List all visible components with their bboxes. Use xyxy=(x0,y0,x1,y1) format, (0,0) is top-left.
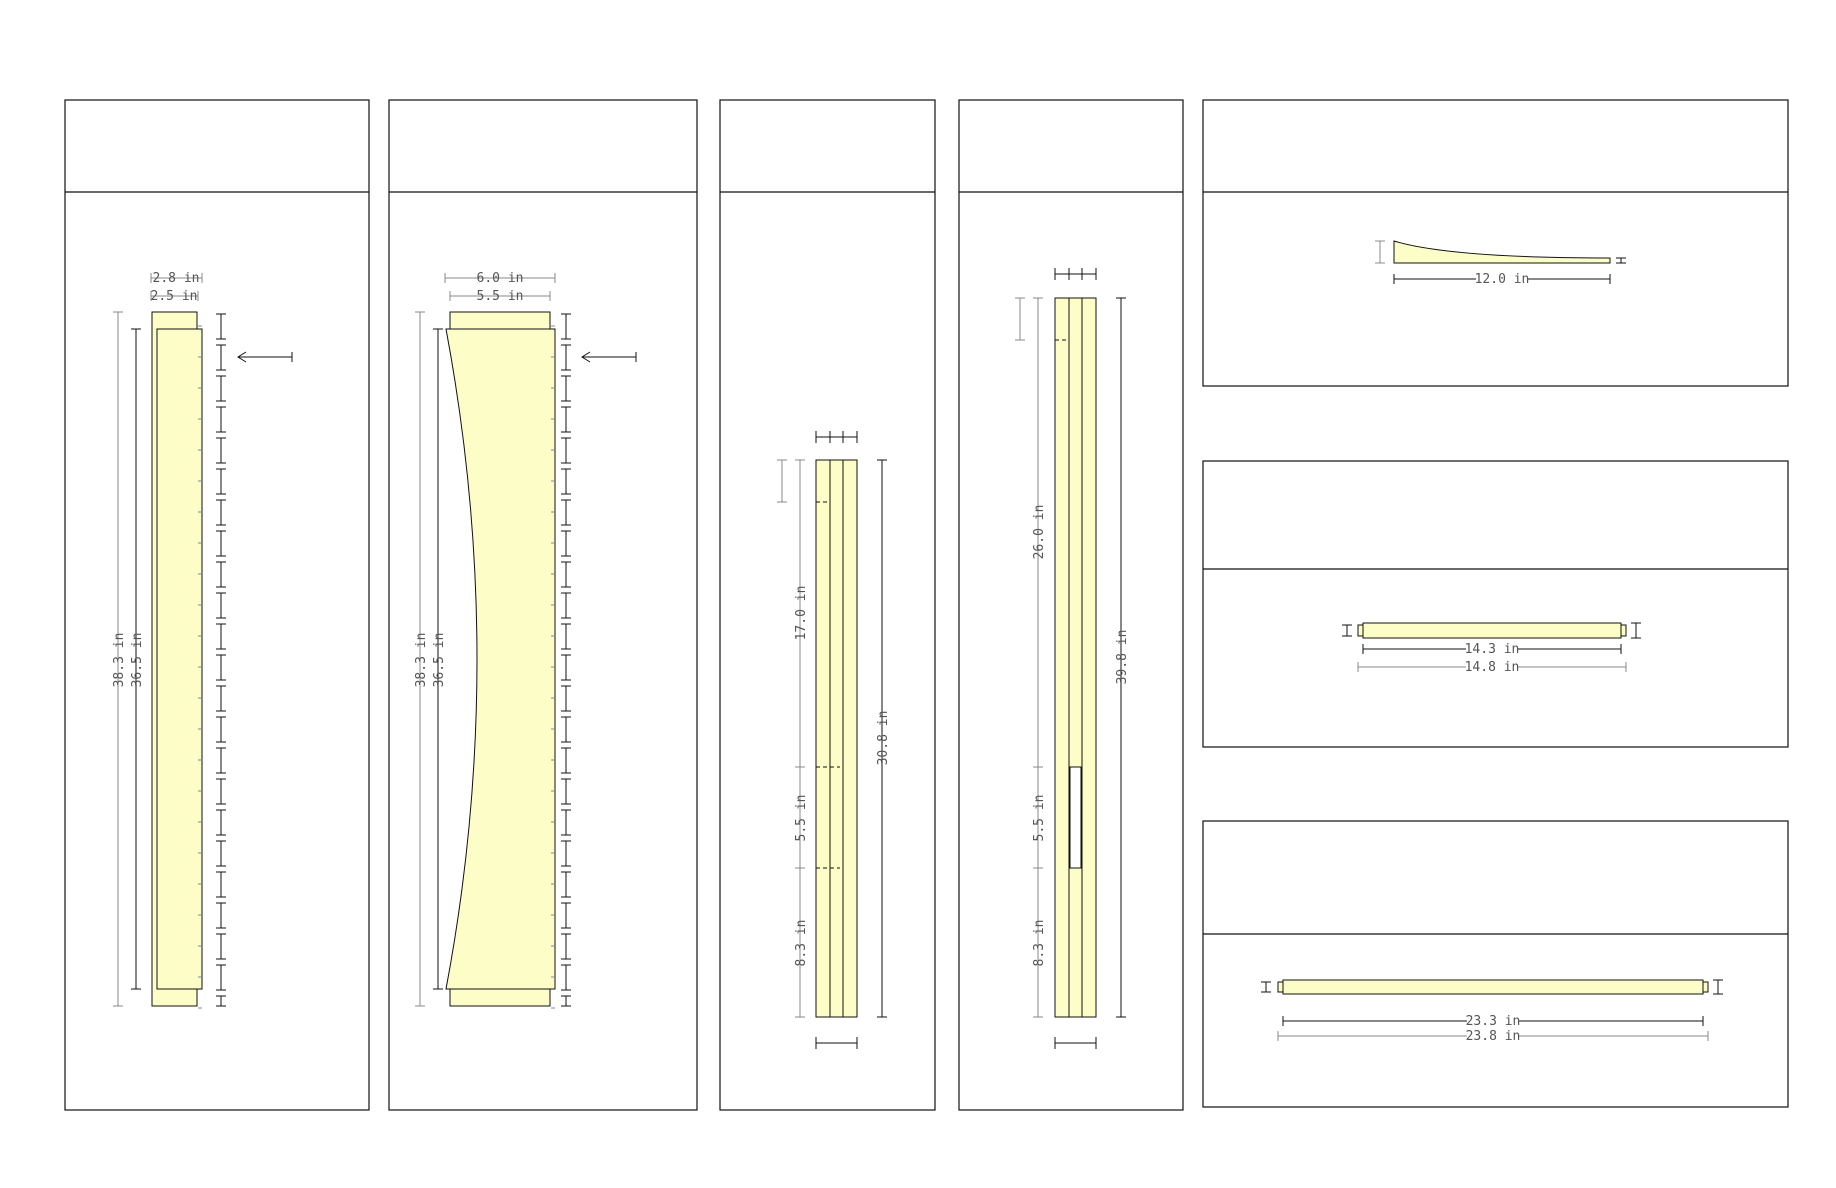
panel-2-frame xyxy=(388,99,698,1111)
panel-7-stretcher-long: 23.3 in 23.8 in xyxy=(1261,979,1723,1044)
leg-curved-bottom-block xyxy=(449,988,551,1007)
rail-short-total: 30.8 in xyxy=(876,711,891,766)
rail-long-seg-mid: 5.5 in xyxy=(1032,795,1047,842)
leg-outer-length-a: 38.3 in xyxy=(112,633,127,688)
leg-curved-length-a: 38.3 in xyxy=(414,633,429,688)
stretcher-short-body xyxy=(1362,622,1622,639)
leg-outer-slot-ladder xyxy=(198,313,226,1009)
rail-long-total: 39.8 in xyxy=(1115,630,1130,685)
panel-3-frame xyxy=(719,99,936,1111)
rail-long-seg-top: 26.0 in xyxy=(1032,505,1047,560)
panel-4-rail-long: 26.0 in 5.5 in 8.3 in 39.8 in xyxy=(1015,268,1130,1049)
panel-6-stretcher-short: 14.3 in 14.8 in xyxy=(1342,622,1641,675)
panel-6-frame xyxy=(1202,460,1789,748)
leg-outer-length-b: 36.5 in xyxy=(130,633,145,688)
panel-3-rail-short: 17.0 in 5.5 in 8.3 in 30.8 in xyxy=(777,431,891,1049)
stretcher-long-tenon-right xyxy=(1702,981,1709,993)
rail-short-seg-top: 17.0 in xyxy=(794,586,809,641)
leg-outer-width-a: 2.8 in xyxy=(153,271,200,286)
rail-short-shape xyxy=(815,459,858,1018)
leg-curved-shape xyxy=(445,328,556,990)
rail-short-seg-bot: 8.3 in xyxy=(794,920,809,967)
leg-curved-width-b: 5.5 in xyxy=(477,289,524,304)
rail-long-shape xyxy=(1054,297,1097,1018)
leg-outer-width-b: 2.5 in xyxy=(151,289,198,304)
rail-long-seg-bot: 8.3 in xyxy=(1032,920,1047,967)
panel-7-frame xyxy=(1202,820,1789,1108)
wedge-shape xyxy=(1393,240,1611,264)
leg-curved-top-block xyxy=(449,311,551,330)
stretcher-short-tenon-left xyxy=(1357,624,1364,637)
panel-5-wedge: 12.0 in xyxy=(1375,240,1626,287)
stretcher-short-tenon-right xyxy=(1620,624,1627,637)
stretcher-long-tenon-left xyxy=(1277,981,1284,993)
stretcher-long-length-b: 23.8 in xyxy=(1466,1029,1521,1044)
panel-2-leg-curved: 6.0 in 5.5 in 38.3 in 36.5 in xyxy=(414,271,637,1009)
stretcher-short-length-a: 14.3 in xyxy=(1465,642,1520,657)
panel-5-frame xyxy=(1202,99,1789,387)
panel-frames xyxy=(64,99,1789,1111)
panel-1-leg-outer: 2.8 in 2.5 in 38.3 in 36.5 in xyxy=(112,271,293,1009)
leg-inner-shape xyxy=(156,328,203,990)
leg-curved-length-b: 36.5 in xyxy=(432,633,447,688)
stretcher-long-body xyxy=(1282,979,1704,995)
stretcher-short-length-b: 14.8 in xyxy=(1465,660,1520,675)
rail-long-notch xyxy=(1069,766,1082,869)
stretcher-long-length-a: 23.3 in xyxy=(1466,1014,1521,1029)
wedge-length: 12.0 in xyxy=(1475,272,1530,287)
rail-short-seg-mid: 5.5 in xyxy=(794,795,809,842)
leg-curved-width-a: 6.0 in xyxy=(477,271,524,286)
panel-4-frame xyxy=(958,99,1184,1111)
panel-1-frame xyxy=(64,99,370,1111)
leg-curved-slot-ladder xyxy=(551,313,571,1009)
